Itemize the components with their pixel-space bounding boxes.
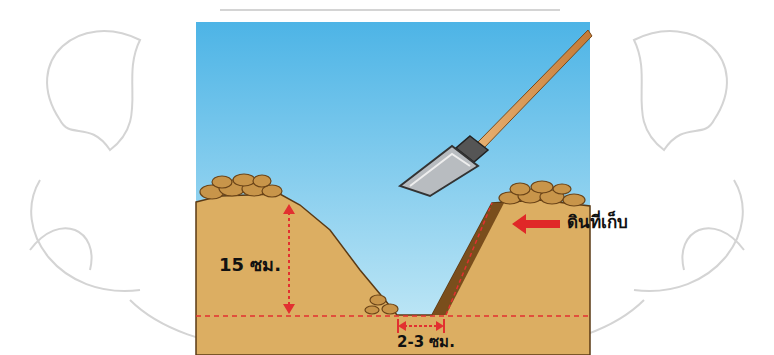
width-dimension [398,319,444,333]
dimension-label: 15 ซม. [216,255,284,275]
soil-lumps [200,174,585,314]
pointer-arrow [512,214,560,234]
dimension-label: ดินที่เก็บ [564,213,631,232]
dimension-label: 2-3 ซม. [394,334,458,351]
spade [400,30,592,196]
soil [196,194,590,355]
collected-soil [432,203,504,315]
reference-line [196,315,590,317]
depth-dimension [283,204,295,314]
sky [196,22,590,355]
cut-line [446,203,492,315]
